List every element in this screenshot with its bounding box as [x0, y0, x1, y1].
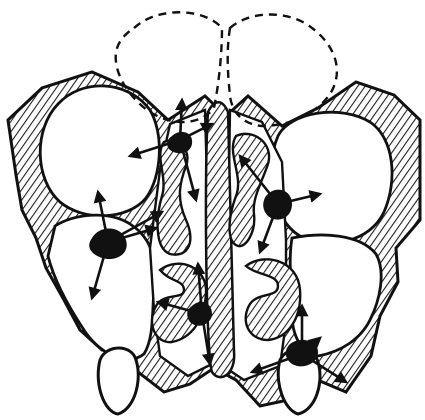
- left-tooth: [98, 348, 138, 414]
- right-orbit: [271, 112, 392, 242]
- nasal-septum: [206, 102, 234, 377]
